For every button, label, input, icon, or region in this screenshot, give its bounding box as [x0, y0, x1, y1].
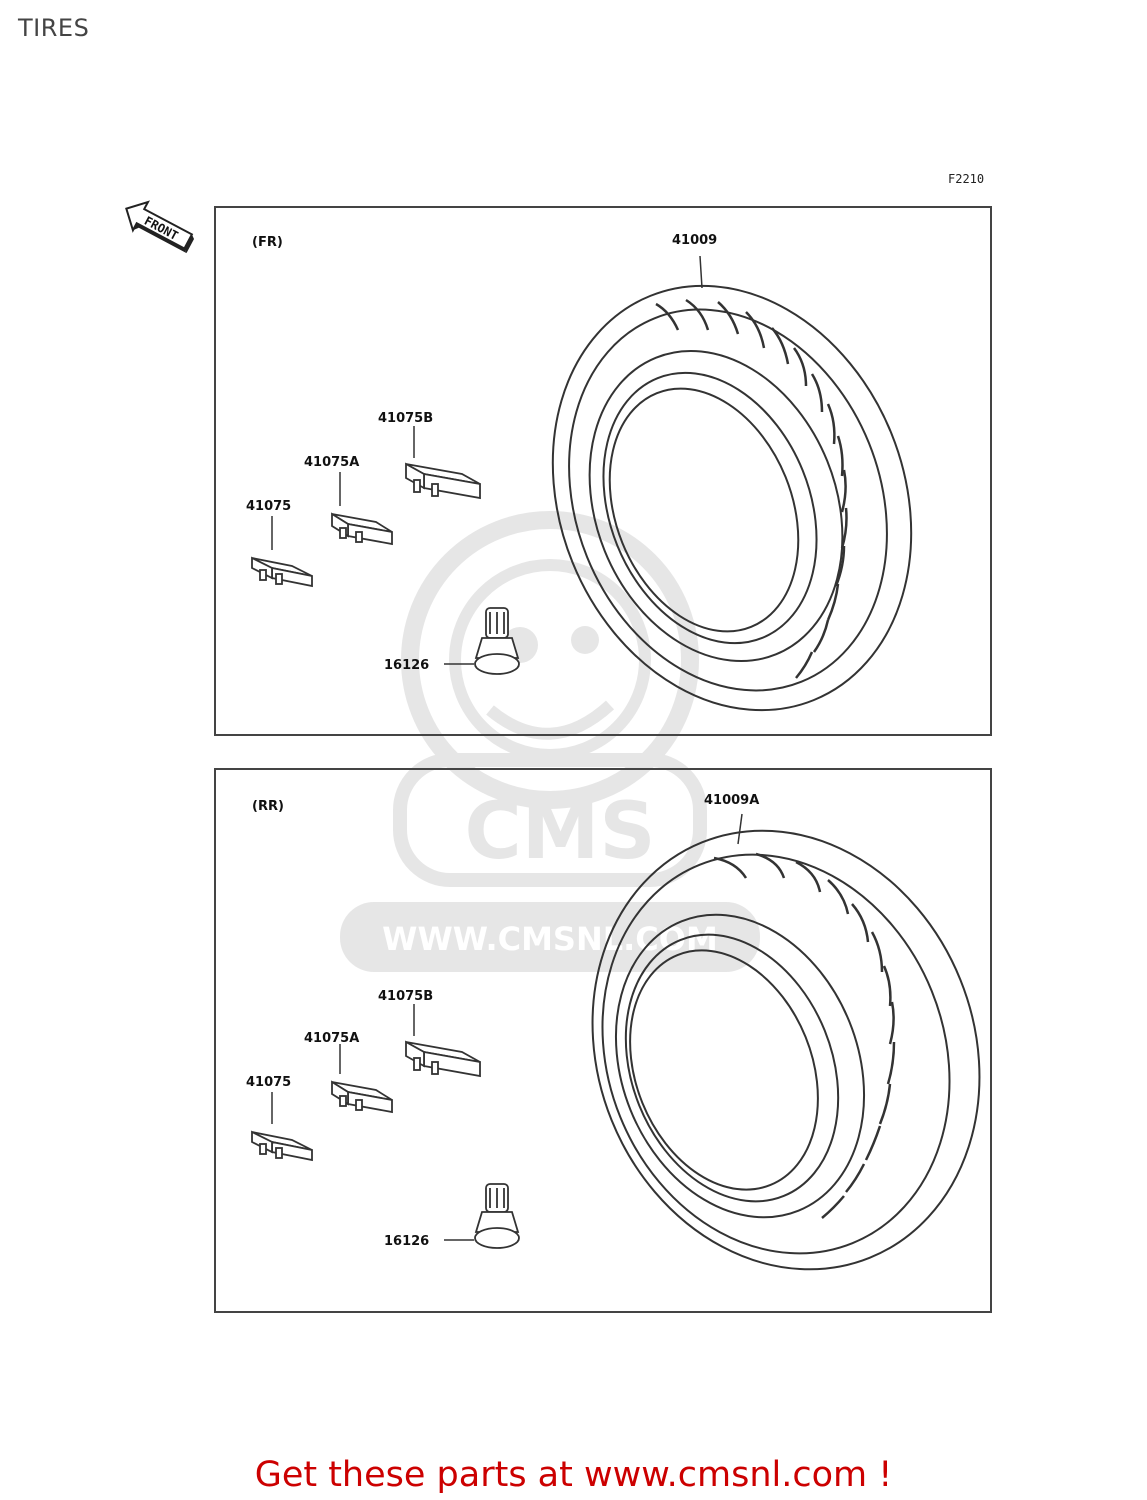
balance-weight-41075	[251, 556, 313, 588]
weight-label-41075-front: 41075	[246, 499, 291, 514]
front-tire-panel: (FR) 41009 41075	[214, 206, 992, 736]
page-title: TIRES	[18, 14, 90, 42]
valve-label-rear: 16126	[384, 1234, 429, 1249]
balance-weight-41075-rear	[251, 1130, 313, 1162]
front-tire-illustration	[551, 284, 913, 712]
front-arrow-icon: FRONT	[125, 200, 195, 254]
front-tire-part-number: 41009	[672, 233, 717, 248]
section-label-rear: (RR)	[252, 799, 284, 814]
valve-label-front: 16126	[384, 658, 429, 673]
section-label-front: (FR)	[252, 235, 283, 250]
weight-label-41075-rear: 41075	[246, 1075, 291, 1090]
balance-weight-41075b	[405, 462, 481, 500]
tire-valve-rear	[474, 1183, 520, 1249]
weight-label-41075a-front: 41075A	[304, 455, 359, 470]
balance-weight-41075a-rear	[331, 1080, 393, 1114]
figure-code: F2210	[948, 172, 985, 186]
shop-link-cta[interactable]: Get these parts at www.cmsnl.com !	[254, 1455, 893, 1495]
rear-tire-part-number: 41009A	[704, 793, 759, 808]
weight-label-41075a-rear: 41075A	[304, 1031, 359, 1046]
rear-tire-panel: (RR) 41009A 41075	[214, 768, 992, 1313]
weight-label-41075b-front: 41075B	[378, 411, 433, 426]
weight-label-41075b-rear: 41075B	[378, 989, 433, 1004]
tire-valve-front	[474, 607, 520, 675]
balance-weight-41075b-rear	[405, 1040, 481, 1078]
rear-tire-illustration	[591, 829, 981, 1271]
balance-weight-41075a	[331, 512, 393, 546]
